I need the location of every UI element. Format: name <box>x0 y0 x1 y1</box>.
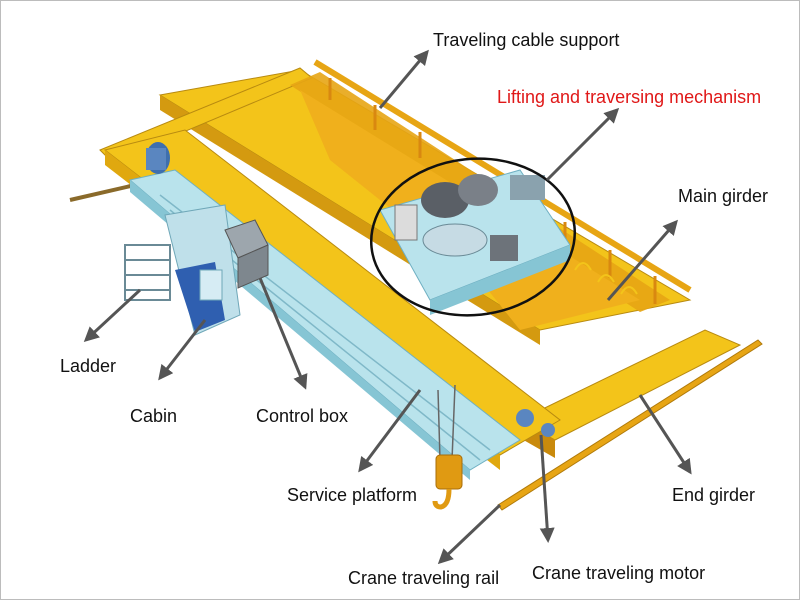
label-control-box: Control box <box>256 406 348 426</box>
right-travel-motor <box>516 409 555 437</box>
label-ladder: Ladder <box>60 356 116 376</box>
control-box-shape <box>224 219 269 289</box>
label-crane-traveling-rail: Crane traveling rail <box>348 568 499 588</box>
left-travel-motor <box>146 142 170 174</box>
label-arrows <box>83 49 692 565</box>
crane-traveling-rail-shape <box>497 339 763 511</box>
label-lifting-mechanism: Lifting and traversing mechanism <box>497 87 761 107</box>
trolley-shape <box>379 169 571 315</box>
label-cabin: Cabin <box>130 406 177 426</box>
crane-illustration <box>69 59 763 511</box>
hook-block <box>432 384 463 510</box>
label-crane-traveling-motor: Crane traveling motor <box>532 563 705 583</box>
label-end-girder: End girder <box>672 485 755 505</box>
trolley-highlight-ring <box>369 157 577 317</box>
label-service-platform: Service platform <box>287 485 417 505</box>
label-traveling-cable-support: Traveling cable support <box>433 30 619 50</box>
cabin-shape <box>164 204 241 336</box>
ladder-shape <box>124 244 171 301</box>
label-main-girder: Main girder <box>678 186 768 206</box>
